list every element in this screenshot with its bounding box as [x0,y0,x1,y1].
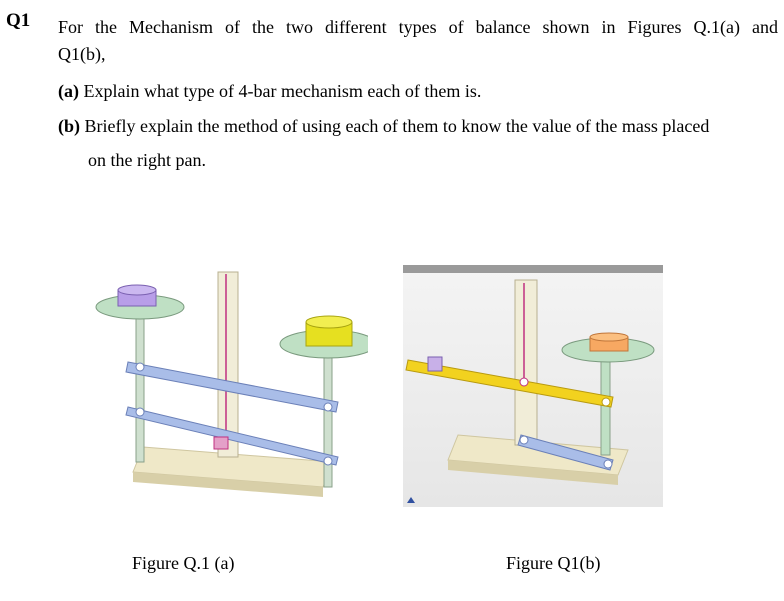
part-a: (a) Explain what type of 4-bar mechanism… [58,81,481,102]
part-b-text: Briefly explain the method of using each… [84,116,710,136]
part-a-label: (a) [58,81,79,101]
part-a-text: Explain what type of 4-bar mechanism eac… [83,81,482,101]
question-number: Q1 [6,10,31,31]
part-b: (b) Briefly explain the method of using … [58,116,709,137]
figure-a-caption: Figure Q.1 (a) [132,553,235,573]
question-stem: For the Mechanism of the two different t… [58,17,778,37]
part-b-text-continued: on the right pan. [88,150,206,170]
figure-a-balance-illustration [95,271,368,497]
figure-b-balance-illustration [403,265,663,507]
figure-b-caption: Figure Q1(b) [506,553,601,573]
question-stem-continued: Q1(b), [58,44,106,64]
part-b-label: (b) [58,116,80,136]
